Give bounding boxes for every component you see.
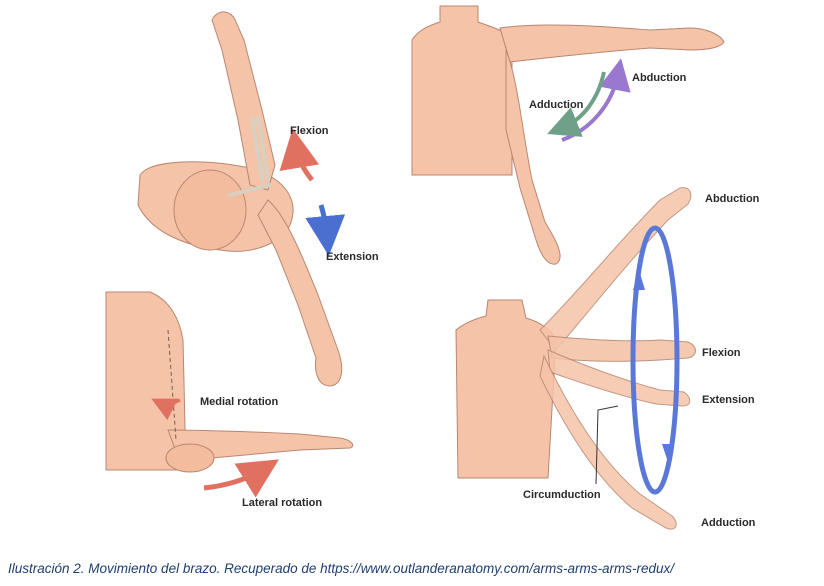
torso-front-view	[411, 5, 513, 176]
panel-circumduction: Abduction Flexion Extension Circumductio…	[455, 187, 760, 530]
panel-abduction-adduction: Abduction Adduction	[411, 5, 725, 265]
extension-arrow	[305, 204, 346, 256]
figure-caption: Ilustración 2. Movimiento del brazo. Rec…	[8, 561, 675, 576]
medial-rotation-arrow	[151, 398, 181, 421]
arm-abduction-position	[539, 187, 692, 351]
torso-front-view-2	[455, 299, 557, 479]
bent-forearm	[167, 429, 354, 463]
ring-arrow-up	[633, 270, 645, 290]
extension-label: Extension	[326, 251, 379, 263]
arm-extension-position	[547, 349, 691, 407]
adducted-arm	[505, 49, 561, 265]
circ-abduction-label: Abduction	[705, 193, 760, 205]
circ-adduction-label: Adduction	[701, 517, 756, 529]
raised-arm	[211, 11, 276, 191]
lowered-arm	[257, 199, 343, 387]
abduction-label: Abduction	[632, 72, 687, 84]
lateral-rotation-arrow	[203, 459, 279, 498]
adduction-arrow	[547, 71, 606, 137]
humerus-bone	[228, 116, 272, 197]
head-top-view	[173, 169, 247, 251]
lateral-rotation-label: Lateral rotation	[242, 497, 322, 509]
rotation-axis	[167, 329, 177, 441]
arm-movement-illustration: Flexion Extension Abduction Adduction Me…	[105, 5, 760, 530]
panel-flexion-extension: Flexion Extension	[137, 11, 379, 387]
arm-adduction-position	[539, 354, 677, 530]
flexion-label: Flexion	[290, 125, 329, 137]
adduction-label: Adduction	[529, 99, 584, 111]
circ-flexion-label: Flexion	[702, 347, 741, 359]
circumduction-label: Circumduction	[523, 489, 601, 501]
circumduction-leader-line	[595, 405, 619, 485]
abducted-arm	[499, 24, 725, 63]
circ-extension-label: Extension	[702, 394, 755, 406]
torso-side-view	[105, 291, 187, 471]
medial-rotation-label: Medial rotation	[200, 396, 279, 408]
panel-rotation: Medial rotation Lateral rotation	[105, 291, 354, 509]
circumduction-ring	[630, 225, 680, 495]
ring-arrow-down	[662, 444, 674, 462]
fist	[165, 443, 215, 473]
arm-flexion-position	[547, 335, 696, 362]
flexion-arrow	[279, 128, 320, 182]
